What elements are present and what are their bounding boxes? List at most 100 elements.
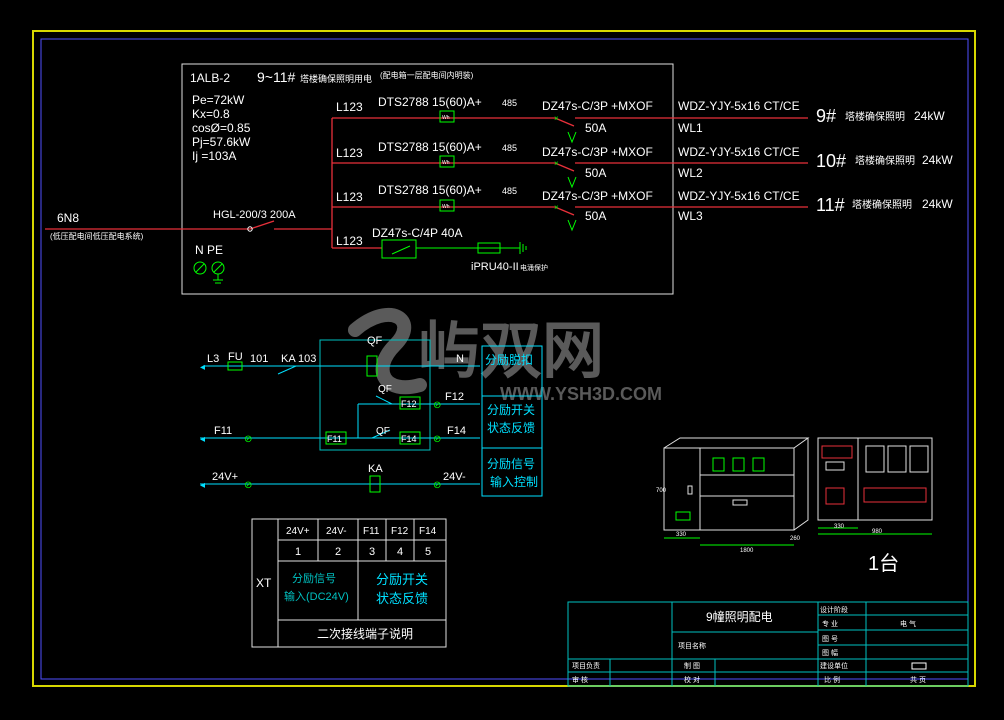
branch-breaker-symbol [554, 206, 575, 216]
qf-aux-contact-symbol [375, 395, 393, 405]
panel-title-num: 9~11# [257, 69, 295, 85]
title-cell: 设计阶段 [820, 605, 848, 614]
branch-breaker-symbol [554, 117, 575, 127]
load-desc: 塔楼确保照明 [852, 198, 912, 211]
dim-label: 330 [834, 524, 845, 530]
spd-breaker-symbol [391, 245, 411, 255]
breaker-label: DZ47s-C/3P +MXOF [542, 99, 653, 113]
xt-label: XT [256, 576, 272, 590]
24v-plus-label: 24V+ [212, 471, 238, 483]
svg-text:×: × [554, 159, 559, 168]
phase-label: L123 [336, 100, 363, 114]
meter-suffix: 485 [502, 186, 517, 196]
ka-coil-label: KA [368, 463, 383, 475]
title-cell: 建设单位 [820, 661, 848, 670]
f11-terminal-icon: ⊘ [244, 434, 252, 445]
wire-103-label: 103 [298, 353, 316, 365]
wl-label: WL2 [678, 166, 703, 180]
incoming-label: 6N8 [57, 211, 79, 225]
24v-minus-terminal-icon: ⊘ [433, 480, 441, 491]
box-signal-a: 分励信号 [487, 457, 535, 471]
panel-subtitle: (配电箱一层配电间内明装) [380, 70, 474, 80]
load-desc: 塔楼确保照明 [855, 154, 915, 167]
pe-terminal-icon [211, 261, 225, 284]
title-cell: 共 页 [910, 675, 926, 684]
param-kx: Kx=0.8 [192, 107, 230, 121]
panel-title-desc: 塔楼确保照明用电 [300, 73, 372, 84]
circuit-2: Wh × L123 DTS2788 15(60)A+ 485 DZ47s-C/3… [332, 140, 953, 189]
title-name: 9幢照明配电 [706, 609, 773, 624]
title-cell: 专 业 [822, 619, 838, 628]
title-cell: 电 气 [900, 619, 916, 628]
meter-label: DTS2788 15(60)A+ [378, 140, 482, 154]
watermark-logo-icon [348, 307, 427, 395]
ka-contact-symbol [277, 365, 297, 375]
box-signal-b: 输入控制 [490, 474, 538, 489]
load-power: 24kW [922, 153, 953, 167]
meter-tag: Wh [442, 160, 450, 166]
fuse-icon [227, 361, 243, 371]
24v-minus-label: 24V- [443, 471, 466, 483]
branch-breaker-symbol [554, 162, 575, 172]
terminal-header: F12 [391, 526, 409, 537]
phase-label: L123 [336, 146, 363, 160]
inner-border [40, 38, 969, 680]
n-label: N [456, 353, 464, 365]
incoming-note: (低压配电间低压配电系统) [50, 231, 144, 241]
panel-frame [181, 63, 674, 295]
spd-model-label: iPRU40-II [471, 261, 519, 273]
terminal-fb-a: 分励开关 [376, 572, 428, 587]
cabinet-front-view: 330 1800 260 700 [656, 437, 810, 554]
shunt-arrow-icon [567, 131, 577, 144]
kwh-meter-icon [439, 199, 455, 212]
terminal-header: F11 [363, 526, 380, 537]
shunt-arrow-icon [567, 219, 577, 232]
n-pe-label: N PE [195, 243, 223, 257]
qf-enclosure [319, 339, 431, 451]
spd-phase-label: L123 [336, 234, 363, 248]
spd-circuit: L123 DZ47s-C/4P 40A iPRU40-II 电涌保护 [332, 226, 548, 273]
svg-text:×: × [554, 203, 559, 212]
box-feedback-b: 状态反馈 [487, 421, 535, 435]
title-cell: 审 核 [572, 675, 588, 684]
title-cell: 校 对 [684, 675, 700, 684]
dim-label: 700 [656, 488, 667, 494]
param-pj: Pj=57.6kW [192, 135, 251, 149]
f11-left-label: F11 [214, 425, 232, 437]
f11-inner-label: F11 [327, 434, 342, 444]
arrow-left-icon: ◂ [200, 362, 205, 373]
svg-text:×: × [554, 114, 559, 123]
cable-label: WDZ-YJY-5x16 CT/CE [678, 99, 800, 113]
f12-inner-label: F12 [401, 399, 417, 409]
wire-101-label: 101 [250, 353, 268, 365]
dim-label: 330 [676, 532, 687, 538]
meter-suffix: 485 [502, 98, 517, 108]
control-circuit: ◂ L3 FU 101 KA 103 QF N QF F12 F12 ⊘ ◂ ⊘… [200, 335, 543, 497]
wl-label: WL1 [678, 121, 703, 135]
box-shunt-trip: 分励脱扣 [485, 352, 533, 367]
watermark-brand: 屿双网 [418, 314, 604, 387]
title-cell: 项目负责 [572, 661, 600, 670]
spd-suffix-label: 电涌保护 [520, 263, 548, 272]
param-ij: Ij =103A [192, 149, 236, 163]
load-power: 24kW [914, 109, 945, 123]
load-desc: 塔楼确保照明 [845, 110, 905, 123]
shunt-coil-icon [366, 355, 378, 377]
terminal-number: 3 [369, 546, 375, 558]
qf-fb-label: QF [376, 426, 390, 437]
title-cell: 比 例 [824, 675, 840, 684]
terminal-number: 5 [425, 546, 431, 558]
param-cos: cosØ=0.85 [192, 121, 251, 135]
f14-label: F14 [447, 425, 466, 437]
circuit-3: Wh × L123 DTS2788 15(60)A+ 485 DZ47s-C/3… [332, 183, 953, 232]
ka-coil-icon [369, 475, 381, 493]
param-pe: Pe=72kW [192, 93, 245, 107]
f14-terminal-icon: ⊘ [433, 434, 441, 445]
meter-suffix: 485 [502, 143, 517, 153]
surge-protector-icon [477, 242, 501, 254]
terminal-number: 2 [335, 546, 341, 558]
distribution-panel: 1ALB-2 9~11# 塔楼确保照明用电 (配电箱一层配电间内明装) Pe=7… [181, 63, 674, 295]
load-power: 24kW [922, 197, 953, 211]
terminal-header: 24V+ [286, 526, 310, 537]
